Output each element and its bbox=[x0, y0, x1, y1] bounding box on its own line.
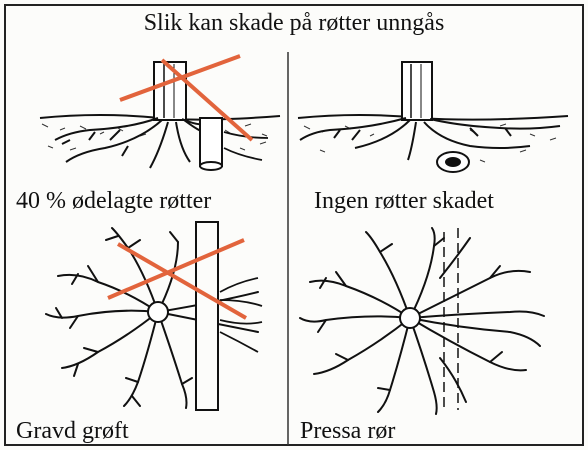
diagram-title: Slik kan skade på røtter unngås bbox=[0, 10, 588, 37]
caption-bottom-left: Gravd grøft bbox=[16, 418, 129, 445]
caption-top-left: 40 % ødelagte røtter bbox=[16, 188, 211, 215]
panel-top-left-illustration bbox=[40, 56, 280, 170]
panel-top-right-illustration bbox=[298, 62, 568, 172]
caption-bottom-right: Pressa rør bbox=[300, 418, 395, 445]
trench bbox=[196, 222, 218, 410]
panel-bottom-right-illustration bbox=[300, 228, 544, 414]
outer-border bbox=[5, 5, 583, 445]
caption-top-right: Ingen røtter skadet bbox=[314, 188, 494, 215]
panel-bottom-left-illustration bbox=[46, 228, 262, 408]
